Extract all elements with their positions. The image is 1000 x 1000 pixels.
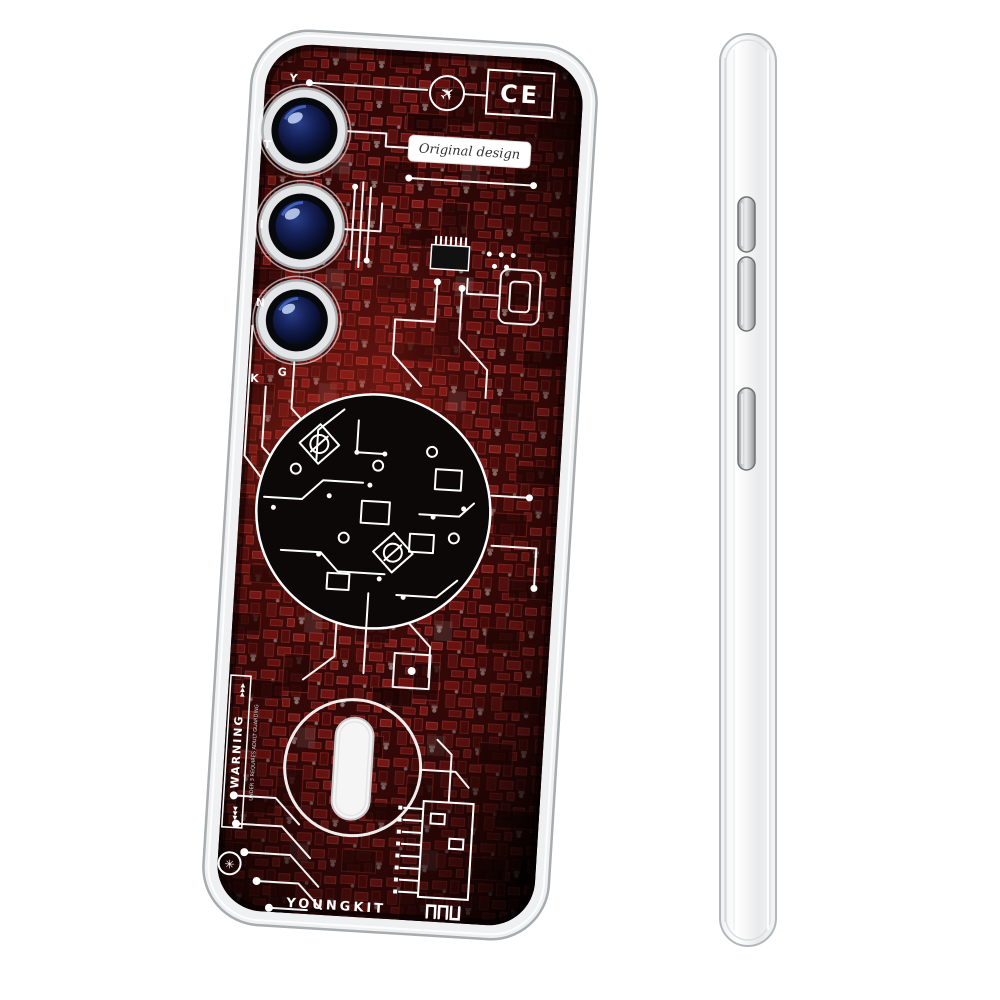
svg-text:✳: ✳ <box>224 857 235 872</box>
circuit-trace-overlay <box>232 81 542 912</box>
side-case-buttons <box>737 196 756 471</box>
side-letter-1: Y <box>288 71 299 85</box>
side-letter-6: G <box>277 365 287 379</box>
phone-case-back-view: ✈ CE Original design Y T I N K G <box>198 25 602 945</box>
circuit-vias <box>229 79 538 912</box>
magsafe-ring <box>283 698 423 838</box>
volume-down-button <box>737 256 756 332</box>
side-letter-2: T <box>263 138 272 151</box>
side-letter-3: I <box>259 218 264 231</box>
camera-module <box>252 83 352 366</box>
warning-left-arrows: ◀◀◀ <box>231 806 239 821</box>
circuit-logo-icon <box>425 904 461 921</box>
side-letters: Y T I N K G <box>250 71 299 386</box>
ic-chip <box>429 235 471 272</box>
side-case-body <box>719 33 777 947</box>
pin-header-comb <box>393 799 475 901</box>
side-case-svg <box>719 33 777 947</box>
warning-title: WARNING <box>228 714 246 789</box>
power-button <box>737 387 756 471</box>
brand-text: YOUNGKIT <box>285 896 387 917</box>
phone-case-side-view <box>700 28 796 952</box>
side-letter-4: N <box>255 296 265 310</box>
warning-right-arrows: ▶▶▶ <box>239 682 247 697</box>
camera-lens-3 <box>252 275 342 366</box>
volume-up-button <box>737 196 756 253</box>
center-circuit-circle <box>255 393 492 631</box>
back-case-svg: ✈ CE Original design Y T I N K G <box>202 29 598 941</box>
alignment-pill <box>330 716 375 821</box>
snowflake-icon: ✳ <box>217 851 242 876</box>
ce-mark-text: CE <box>499 79 541 109</box>
warning-small-text: UNDER 3 REQUIRES ADULT GUARDING <box>248 704 260 801</box>
side-letter-5: K <box>250 372 260 386</box>
camera-lens-1 <box>257 83 352 178</box>
warning-box: WARNING ◀◀◀ ▶▶▶ UNDER 3 REQUIRES ADULT G… <box>221 674 260 829</box>
ce-mark: CE <box>484 68 556 119</box>
camera-lens-2 <box>254 179 349 274</box>
design-badge-text: Original design <box>418 142 520 163</box>
design-badge: Original design <box>407 134 532 169</box>
